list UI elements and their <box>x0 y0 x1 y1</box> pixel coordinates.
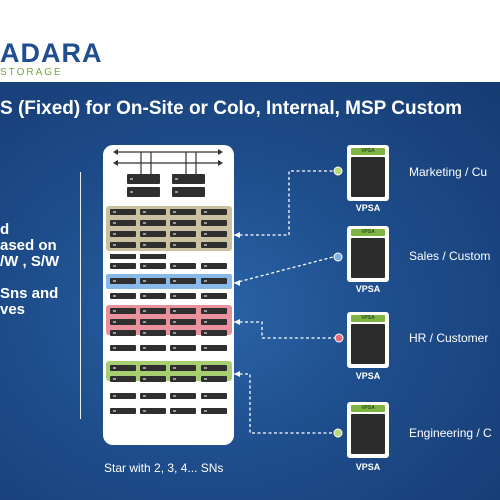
left-text-line: d <box>0 222 10 238</box>
vpsa-label: VPSA <box>355 203 381 213</box>
vpsa-cap-label: VPSA <box>351 405 385 412</box>
slide-title: S (Fixed) for On-Site or Colo, Internal,… <box>0 98 463 119</box>
storage-rack <box>103 145 234 445</box>
vpsa-icon: VPSA <box>347 312 389 368</box>
company-logo-tagline: STORAGE <box>0 67 63 78</box>
vpsa-cap-label: VPSA <box>351 229 385 236</box>
customer-label-marketing: Marketing / Cu <box>409 165 488 179</box>
left-description: d ased on /W , S/W Sns and ves <box>0 222 72 318</box>
vpsa-label: VPSA <box>355 371 381 381</box>
left-text-line: /W , S/W <box>0 253 60 270</box>
vpsa-cap-label: VPSA <box>351 148 385 155</box>
header-band <box>0 0 500 82</box>
customer-label-engineering: Engineering / C <box>409 426 492 440</box>
vpsa-label: VPSA <box>355 284 381 294</box>
left-text-line: ased on <box>0 237 57 254</box>
vpsa-cap-label: VPSA <box>351 315 385 322</box>
company-logo-wordmark: ADARA <box>0 38 103 68</box>
vpsa-drive-bays <box>351 157 385 197</box>
left-text-line: ves <box>0 301 26 318</box>
vpsa-drive-bays <box>351 238 385 278</box>
left-text-line <box>0 270 72 286</box>
rack-caption: Star with 2, 3, 4... SNs <box>104 461 224 475</box>
vpsa-drive-bays <box>351 324 385 364</box>
customer-label-sales: Sales / Custom <box>409 249 491 263</box>
left-text-line: Sns and <box>0 285 59 302</box>
customer-label-hr: HR / Customer <box>409 331 489 345</box>
vpsa-icon: VPSA <box>347 402 389 458</box>
vpsa-icon: VPSA <box>347 226 389 282</box>
vpsa-drive-bays <box>351 414 385 454</box>
vertical-divider <box>80 172 81 419</box>
vpsa-label: VPSA <box>355 462 381 472</box>
vpsa-icon: VPSA <box>347 145 389 201</box>
